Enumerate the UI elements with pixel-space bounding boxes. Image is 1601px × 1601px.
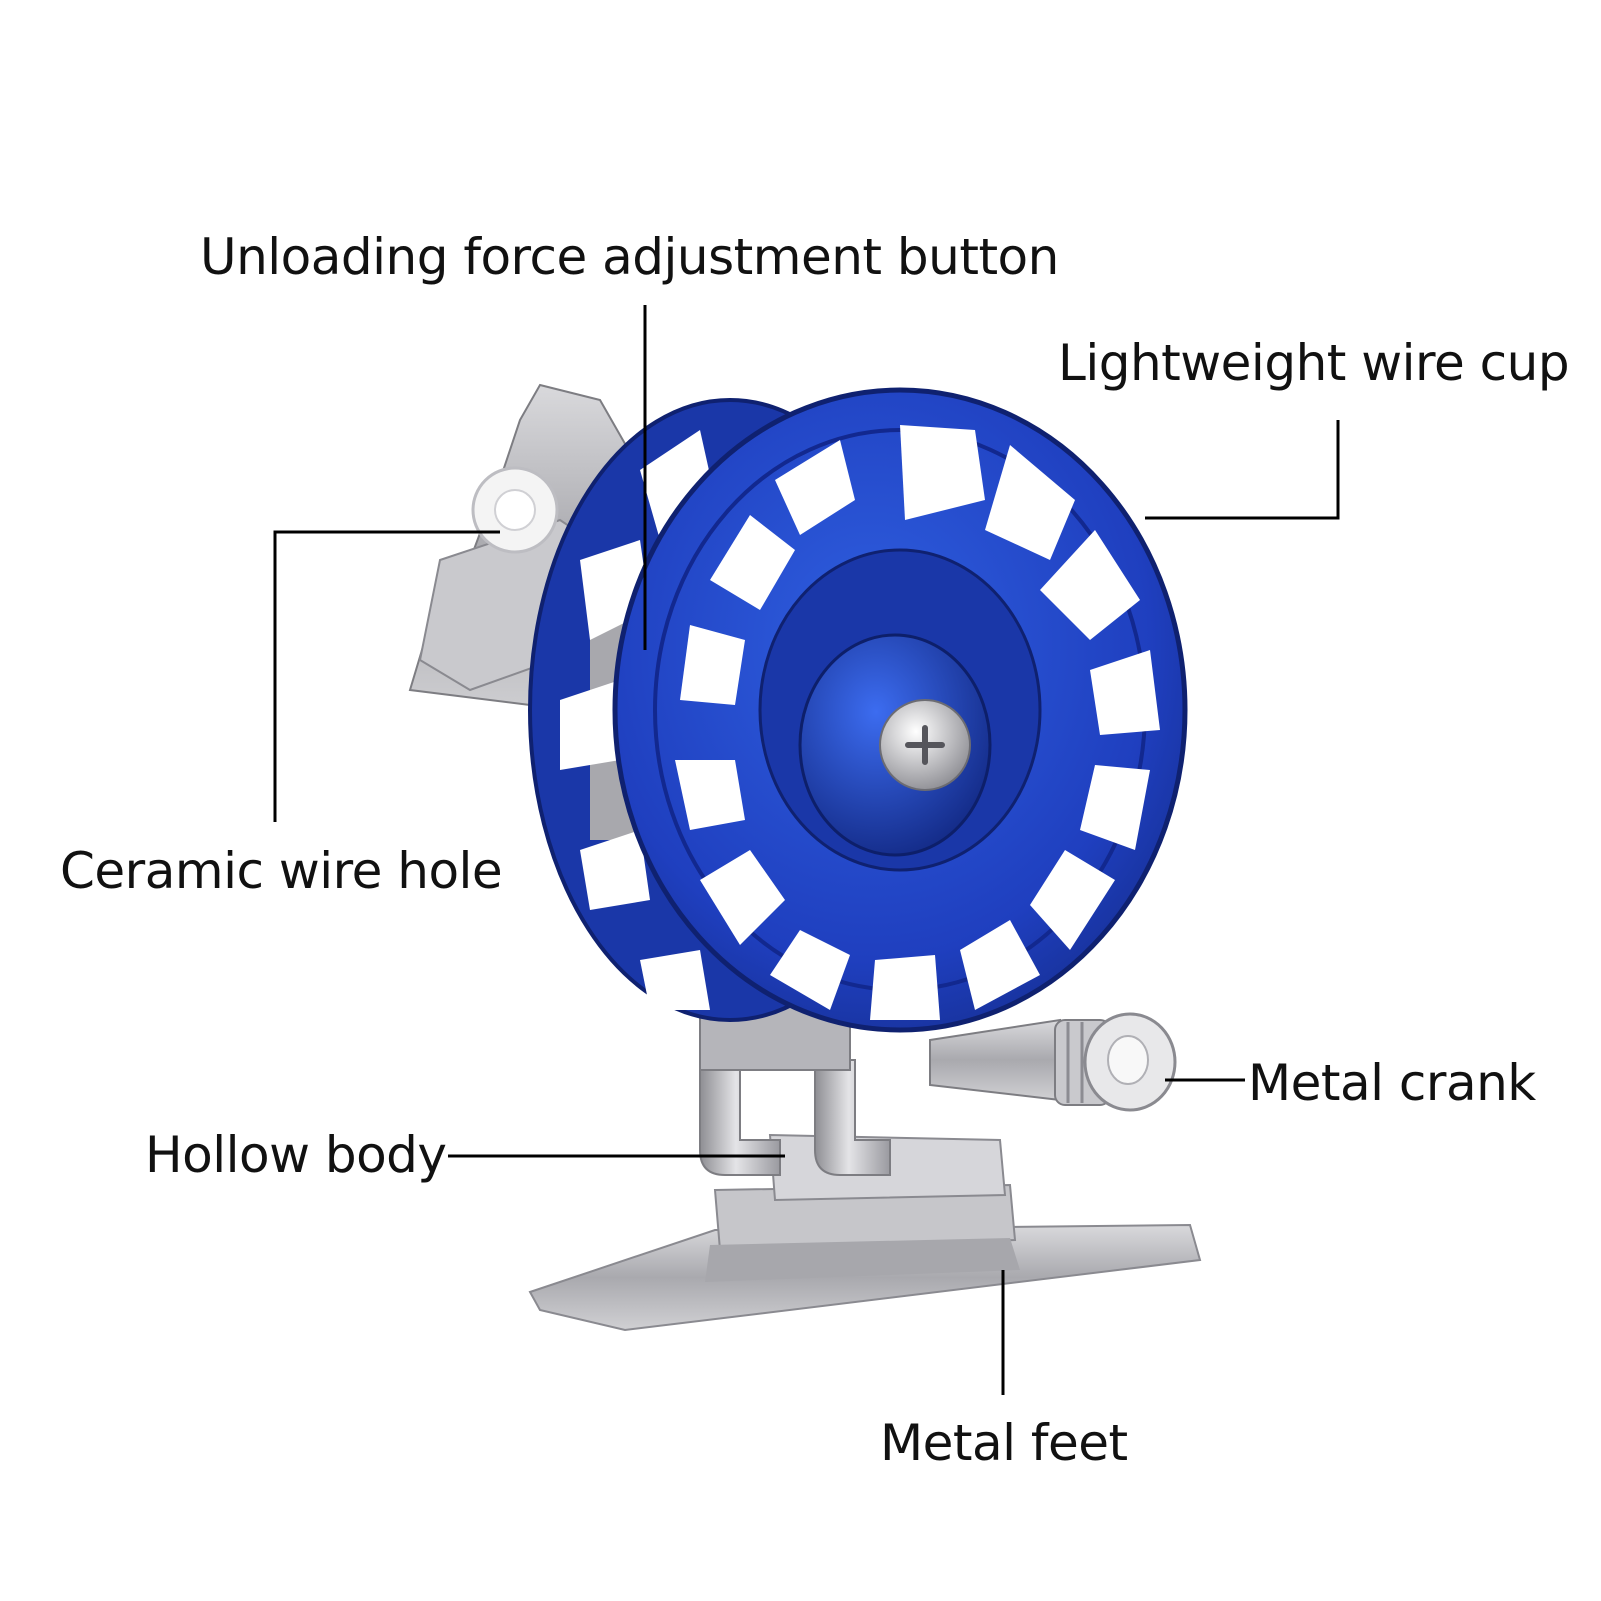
label-metal-crank: Metal crank	[1248, 1054, 1536, 1112]
leader-ceramic	[273, 530, 500, 822]
metal-crank-part	[929, 1012, 1177, 1112]
label-unloading-force-adjustment-button: Unloading force adjustment button	[200, 228, 1059, 286]
label-lightweight-wire-cup: Lightweight wire cup	[1058, 334, 1570, 392]
label-hollow-body: Hollow body	[145, 1126, 447, 1184]
metal-feet-part	[528, 1133, 1202, 1332]
label-ceramic-wire-hole: Ceramic wire hole	[60, 842, 503, 900]
leader-cup	[1145, 420, 1340, 520]
leader-lines	[273, 305, 1340, 1395]
label-metal-feet: Metal feet	[880, 1414, 1128, 1472]
reel-hub	[798, 633, 992, 857]
